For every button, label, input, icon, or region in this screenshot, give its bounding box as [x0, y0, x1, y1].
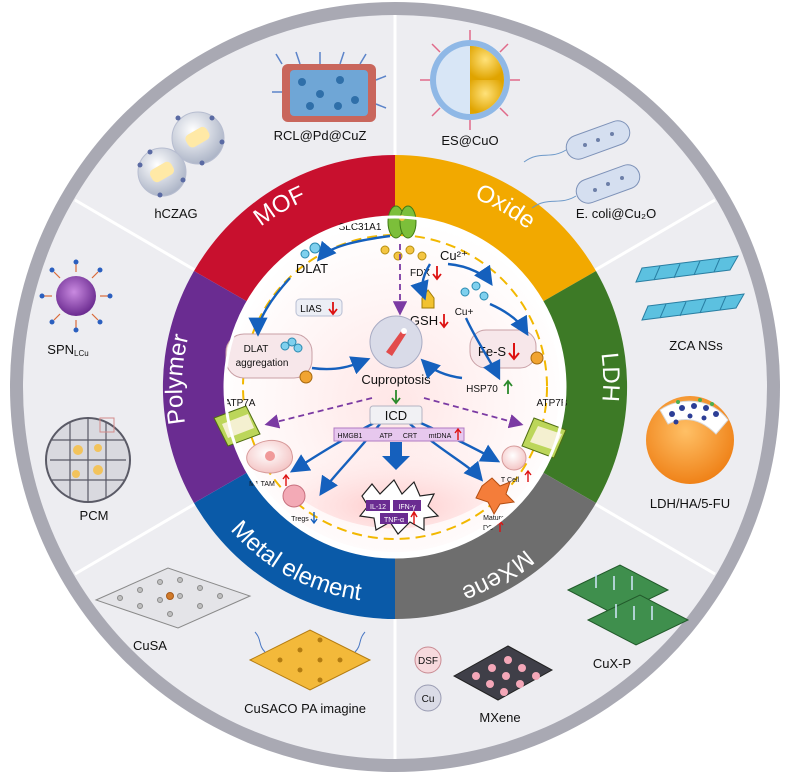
- label-hmgb1: HMGB1: [338, 433, 363, 440]
- pcm-illustration: [45, 417, 131, 503]
- gsh-down-arrow: [439, 314, 449, 329]
- center-border: [223, 215, 567, 559]
- spn-illustration: [39, 259, 113, 333]
- damp-strip: [333, 427, 465, 442]
- es-cuo-illustration: [420, 30, 520, 130]
- ecoli-illustration: [523, 120, 641, 209]
- label-dsf: DSF: [418, 656, 438, 667]
- label-hsp70: HSP70: [466, 384, 498, 395]
- cusa-illustration: [94, 567, 252, 629]
- cusaco-illustration: [248, 629, 372, 691]
- segment-oxide: [395, 154, 596, 302]
- label-es-cuo: ES@CuO: [441, 133, 498, 148]
- segment-metal-element: [194, 472, 395, 620]
- label-ldh: LDH: [596, 351, 625, 402]
- label-cusa: CuSA: [133, 638, 167, 653]
- segment-mxene: [395, 472, 596, 619]
- t-cell-up-arrow: [524, 469, 532, 482]
- label-gsh: GSH: [410, 313, 438, 328]
- label-tnf-alpha: TNF-α: [384, 517, 404, 524]
- cytokine-up-arrow: [410, 510, 418, 524]
- label-atp: ATP: [379, 433, 392, 440]
- label-mxene-item: MXene: [479, 710, 520, 725]
- label-t-cell: T Cell: [501, 477, 520, 484]
- tregs-cell: [282, 484, 306, 508]
- label-hczag: hCZAG: [154, 206, 197, 221]
- segment-ldh: [542, 271, 628, 503]
- hczag-illustration: [137, 111, 225, 198]
- label-dlat: DLAT: [296, 261, 328, 276]
- label-cux-p: CuX-P: [593, 656, 631, 671]
- fes-cluster: [469, 329, 537, 369]
- label-cusaco-pa: CuSACO PA imagine: [244, 701, 366, 716]
- label-atp7a: ATP7A: [225, 398, 256, 409]
- label-ecoli-cu2o: E. coli@Cu₂O: [576, 206, 656, 221]
- label-dlat-agg-2: aggregation: [236, 358, 289, 369]
- rocket-icon: [386, 330, 406, 356]
- m1-tam-cell: [246, 439, 293, 474]
- mxene-illustration: [414, 645, 554, 712]
- icd-box: [369, 405, 423, 425]
- label-zca-nss: ZCA NSs: [669, 338, 723, 353]
- mature-dc-cell: [475, 477, 516, 516]
- label-il12: IL-12: [370, 504, 386, 511]
- label-cuproptosis: Cuproptosis: [361, 372, 431, 387]
- t-cell: [501, 445, 527, 471]
- tregs-down-arrow: [310, 512, 318, 525]
- label-fdx: FDX: [410, 268, 430, 279]
- ldh-ha-illustration: [646, 396, 734, 484]
- label-lias: LIAS: [300, 304, 322, 315]
- label-dlat-agg-1: DLAT: [244, 344, 269, 355]
- tnf-tag: [380, 513, 408, 524]
- label-tregs: Tregs: [291, 516, 309, 523]
- m1-tam-up-arrow: [282, 473, 290, 486]
- cuproptosis-down-arrow: [391, 390, 401, 405]
- label-cu: Cu: [422, 694, 435, 705]
- zca-illustration: [635, 255, 745, 321]
- segment-mof: [194, 154, 395, 302]
- damp-up-arrow: [454, 427, 462, 440]
- fdx-down-arrow: [432, 266, 442, 281]
- cux-p-illustration: [566, 564, 690, 646]
- label-mtdna: mtDNA: [429, 433, 452, 440]
- dashed-arrows: [264, 244, 524, 429]
- icd-big-arrow: [382, 442, 410, 470]
- rcl-illustration: [272, 51, 387, 122]
- fes-down-arrow: [508, 343, 520, 361]
- label-rcl-pd-cuz: RCL@Pd@CuZ: [274, 128, 367, 143]
- label-spn: SPNLCu: [47, 342, 88, 358]
- fes-marker: [530, 351, 544, 365]
- label-ldh-ha-5fu: LDH/HA/5-FU: [650, 496, 730, 511]
- label-cu2plus: Cu²⁺: [440, 248, 468, 263]
- label-atp7b: ATP7B: [537, 398, 568, 409]
- slc31a1-transporter: [387, 205, 417, 239]
- category-ring: [162, 154, 628, 620]
- segment-polymer: [162, 271, 248, 503]
- label-crt: CRT: [403, 433, 418, 440]
- label-slc31a1: SLC31A1: [339, 222, 382, 233]
- il12-tag: [366, 500, 390, 511]
- label-m1-tam: M1 TAM: [249, 481, 275, 488]
- dlat-aggregate-dots: [280, 337, 303, 353]
- lias-down-arrow: [328, 302, 338, 316]
- ifn-tag: [393, 500, 421, 511]
- label-mature: Mature: [483, 515, 505, 522]
- label-icd: ICD: [385, 408, 407, 423]
- hsp70-up-arrow: [503, 379, 513, 394]
- label-cuplus: Cu+: [455, 307, 474, 318]
- label-pcm: PCM: [80, 508, 109, 523]
- cell-membrane: [242, 234, 548, 540]
- label-ifn-gamma: IFN-γ: [398, 504, 416, 511]
- dlat-aggregation-box: [225, 333, 313, 379]
- dlat-agg-marker: [299, 370, 313, 384]
